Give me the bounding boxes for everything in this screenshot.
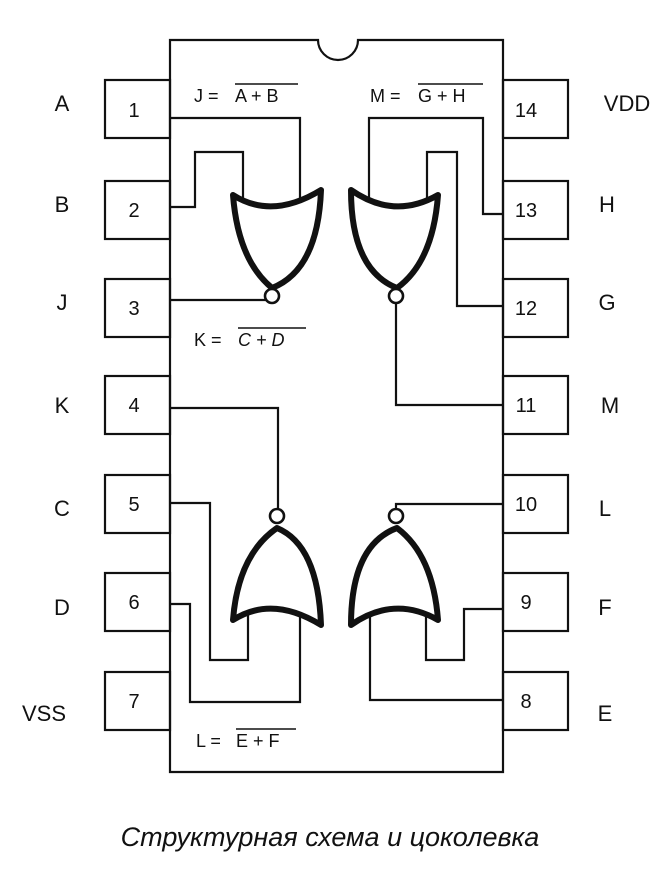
wire-pin9-gate4	[424, 607, 503, 662]
equation-l: L = E + F	[196, 728, 296, 751]
nor-gate-2	[348, 187, 441, 305]
wire-pin12-gate2	[425, 150, 503, 308]
pin-10-number: 10	[515, 494, 537, 516]
signal-label-j: J	[57, 290, 68, 315]
pin-3-number: 3	[128, 298, 139, 320]
nor-gate-4	[348, 507, 441, 628]
wire-pin1-gate1	[170, 116, 302, 200]
pin-9-box	[501, 571, 570, 633]
pin-8-box	[501, 670, 570, 732]
nor-gate-1	[230, 187, 324, 305]
left-pins	[103, 78, 172, 732]
equation-m-rhs: G + H	[418, 86, 466, 106]
pin-8-number: 8	[520, 691, 531, 713]
wire-pin5-gate3	[170, 501, 250, 662]
signal-label-m: M	[601, 393, 619, 418]
equation-k-lhs: K =	[194, 330, 222, 350]
equation-j: J = A + B	[194, 83, 298, 106]
equation-m-lhs: M =	[370, 86, 401, 106]
pin-2-box	[103, 179, 172, 241]
pin-13-box	[501, 179, 570, 241]
equation-j-rhs: A + B	[235, 86, 279, 106]
equation-l-rhs: E + F	[236, 731, 280, 751]
wiring	[170, 116, 503, 704]
pin-7-number: 7	[128, 691, 139, 713]
wire-pin6-gate3	[170, 602, 302, 704]
signal-label-f: F	[598, 595, 611, 620]
pin-6-number: 6	[128, 592, 139, 614]
signal-label-h: H	[599, 192, 615, 217]
equation-k-rhs: C + D	[238, 330, 285, 350]
wire-gate4-pin10	[394, 502, 503, 510]
equation-j-lhs: J =	[194, 86, 219, 106]
pin-1-number: 1	[128, 100, 139, 122]
signal-label-l: L	[599, 496, 611, 521]
wire-pin2-gate1	[170, 150, 245, 209]
pin-12-number: 12	[515, 298, 537, 320]
wire-pin4-gate3	[170, 406, 280, 510]
signal-label-vdd: VDD	[604, 91, 650, 116]
pin-1-box	[103, 78, 172, 140]
signal-label-c: C	[54, 496, 70, 521]
diagram-caption: Структурная схема и цоколевка	[121, 822, 540, 852]
wire-pin8-gate4	[368, 610, 503, 702]
pin-6-box	[103, 571, 172, 633]
pin-14-number: 14	[515, 100, 537, 122]
pin-12-box	[501, 277, 570, 339]
pin-9-number: 9	[520, 592, 531, 614]
pin-11-number: 11	[516, 395, 537, 417]
pin-14-box	[501, 78, 570, 140]
signal-label-g: G	[598, 290, 615, 315]
chip-body	[168, 38, 505, 774]
equation-k: K = C + D	[194, 327, 306, 350]
signal-label-b: B	[55, 192, 70, 217]
signal-label-k: K	[55, 393, 70, 418]
signal-label-a: A	[55, 91, 70, 116]
signal-label-d: D	[54, 595, 70, 620]
signal-label-e: E	[598, 701, 613, 726]
equation-l-lhs: L =	[196, 731, 221, 751]
equation-m: M = G + H	[370, 83, 483, 106]
pin-7-box	[103, 670, 172, 732]
pin-4-number: 4	[128, 395, 139, 417]
nor-gate-3	[230, 507, 324, 628]
wire-gate2-pin11	[394, 304, 503, 407]
pin-4-box	[103, 374, 172, 436]
right-pins	[501, 78, 570, 732]
wire-pin13-gate2	[367, 116, 503, 216]
pin-5-number: 5	[128, 494, 139, 516]
pin-3-box	[103, 277, 172, 339]
signal-label-vss: VSS	[22, 701, 66, 726]
pin-2-number: 2	[128, 200, 139, 222]
pin-13-number: 13	[515, 200, 537, 222]
